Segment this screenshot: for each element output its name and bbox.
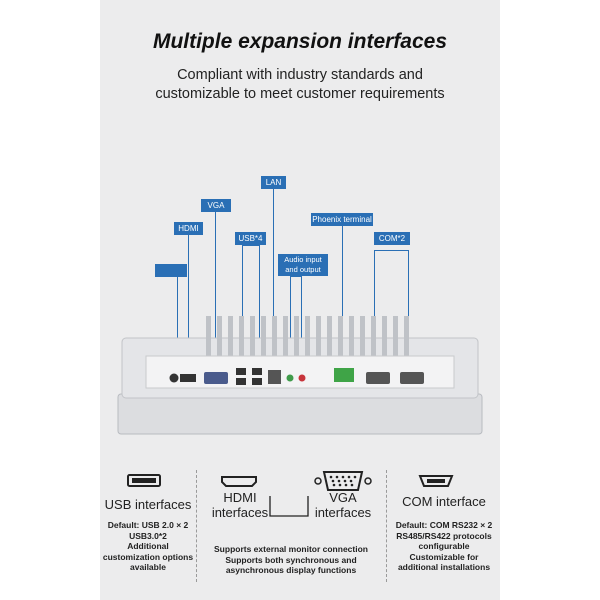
com-desc-line-1: Default: COM RS232 × 2 bbox=[395, 520, 493, 530]
com-desc-line-5: additional installations bbox=[397, 562, 491, 572]
usb-description: Default: USB 2.0 × 2 USB3.0*2 Additional… bbox=[100, 520, 196, 573]
subtitle-line-1: Compliant with industry standards and bbox=[177, 67, 423, 83]
display-description: Supports external monitor connection Sup… bbox=[198, 544, 384, 576]
callout-line-usb-a bbox=[242, 245, 244, 365]
callout-line-com-b bbox=[408, 250, 410, 368]
callout-line-audio-a bbox=[290, 276, 292, 368]
usb-desc-line-5: available bbox=[130, 562, 166, 572]
com-desc-line-2: RS485/RS422 protocols bbox=[396, 530, 492, 541]
com-desc-line-4: Customizable for bbox=[409, 551, 479, 562]
usb-title: USB interfaces bbox=[104, 497, 192, 512]
callout-audio-line1: Audio input bbox=[284, 255, 322, 264]
usb-desc-line-3: Additional bbox=[127, 541, 169, 551]
page-title: Multiple expansion interfaces bbox=[152, 30, 448, 53]
com-desc-line-3: configurable bbox=[418, 541, 470, 551]
callout-dc bbox=[155, 264, 187, 277]
display-desc-line-3: asynchronous display functions bbox=[225, 565, 357, 575]
callout-line-lan bbox=[273, 189, 275, 364]
hdmi-title-line-2: interfaces bbox=[211, 505, 269, 520]
hdmi-title-line-1: HDMI bbox=[223, 490, 257, 505]
vga-title: VGA interfaces bbox=[310, 490, 376, 520]
divider-right bbox=[386, 470, 387, 582]
product-panel: Multiple expansion interfaces Compliant … bbox=[100, 0, 500, 600]
connector-bracket bbox=[269, 496, 309, 517]
vga-title-line-2: interfaces bbox=[314, 505, 372, 520]
hdmi-port-icon bbox=[221, 476, 257, 487]
com-description: Default: COM RS232 × 2 RS485/RS422 proto… bbox=[388, 520, 500, 573]
usb-desc-line-1: Default: USB 2.0 × 2 bbox=[107, 520, 189, 530]
callout-line-usb-b bbox=[259, 245, 261, 365]
callout-phoenix: Phoenix terminal bbox=[311, 213, 373, 226]
callout-line-com-a bbox=[374, 250, 376, 368]
callout-audio-line2: and output bbox=[285, 265, 321, 274]
page-subtitle: Compliant with industry standards and cu… bbox=[100, 66, 500, 104]
hdmi-title: HDMI interfaces bbox=[210, 490, 270, 520]
com-title: COM interface bbox=[402, 494, 486, 509]
callout-line-hdmi bbox=[188, 235, 190, 370]
callout-usb: USB*4 bbox=[235, 232, 266, 245]
callout-line-phoenix bbox=[342, 226, 344, 370]
callout-vga: VGA bbox=[201, 199, 231, 212]
divider-left bbox=[196, 470, 197, 582]
display-desc-line-1: Supports external monitor connection bbox=[214, 544, 368, 554]
subtitle-line-2: customizable to meet customer requiremen… bbox=[155, 86, 445, 102]
callout-line-audio-h bbox=[290, 276, 302, 278]
usb-port-icon bbox=[127, 474, 161, 487]
callout-hdmi: HDMI bbox=[174, 222, 203, 235]
callout-audio: Audio input and output bbox=[278, 254, 328, 276]
usb-desc-line-4: customization options bbox=[102, 551, 194, 562]
callout-lan: LAN bbox=[261, 176, 286, 189]
display-desc-line-2: Supports both synchronous and bbox=[225, 554, 357, 565]
com-port-icon bbox=[418, 475, 454, 487]
callout-line-com-h bbox=[374, 250, 409, 252]
callout-line-usb-h bbox=[242, 245, 260, 247]
device-rear-panel bbox=[117, 316, 483, 435]
callout-line-vga bbox=[215, 212, 217, 369]
callout-com: COM*2 bbox=[374, 232, 410, 245]
vga-title-line-1: VGA bbox=[329, 490, 357, 505]
vga-port-icon bbox=[314, 471, 372, 491]
callout-line-dc bbox=[177, 277, 179, 369]
usb-desc-line-2: USB3.0*2 bbox=[129, 530, 167, 541]
callout-line-audio-b bbox=[301, 276, 303, 368]
